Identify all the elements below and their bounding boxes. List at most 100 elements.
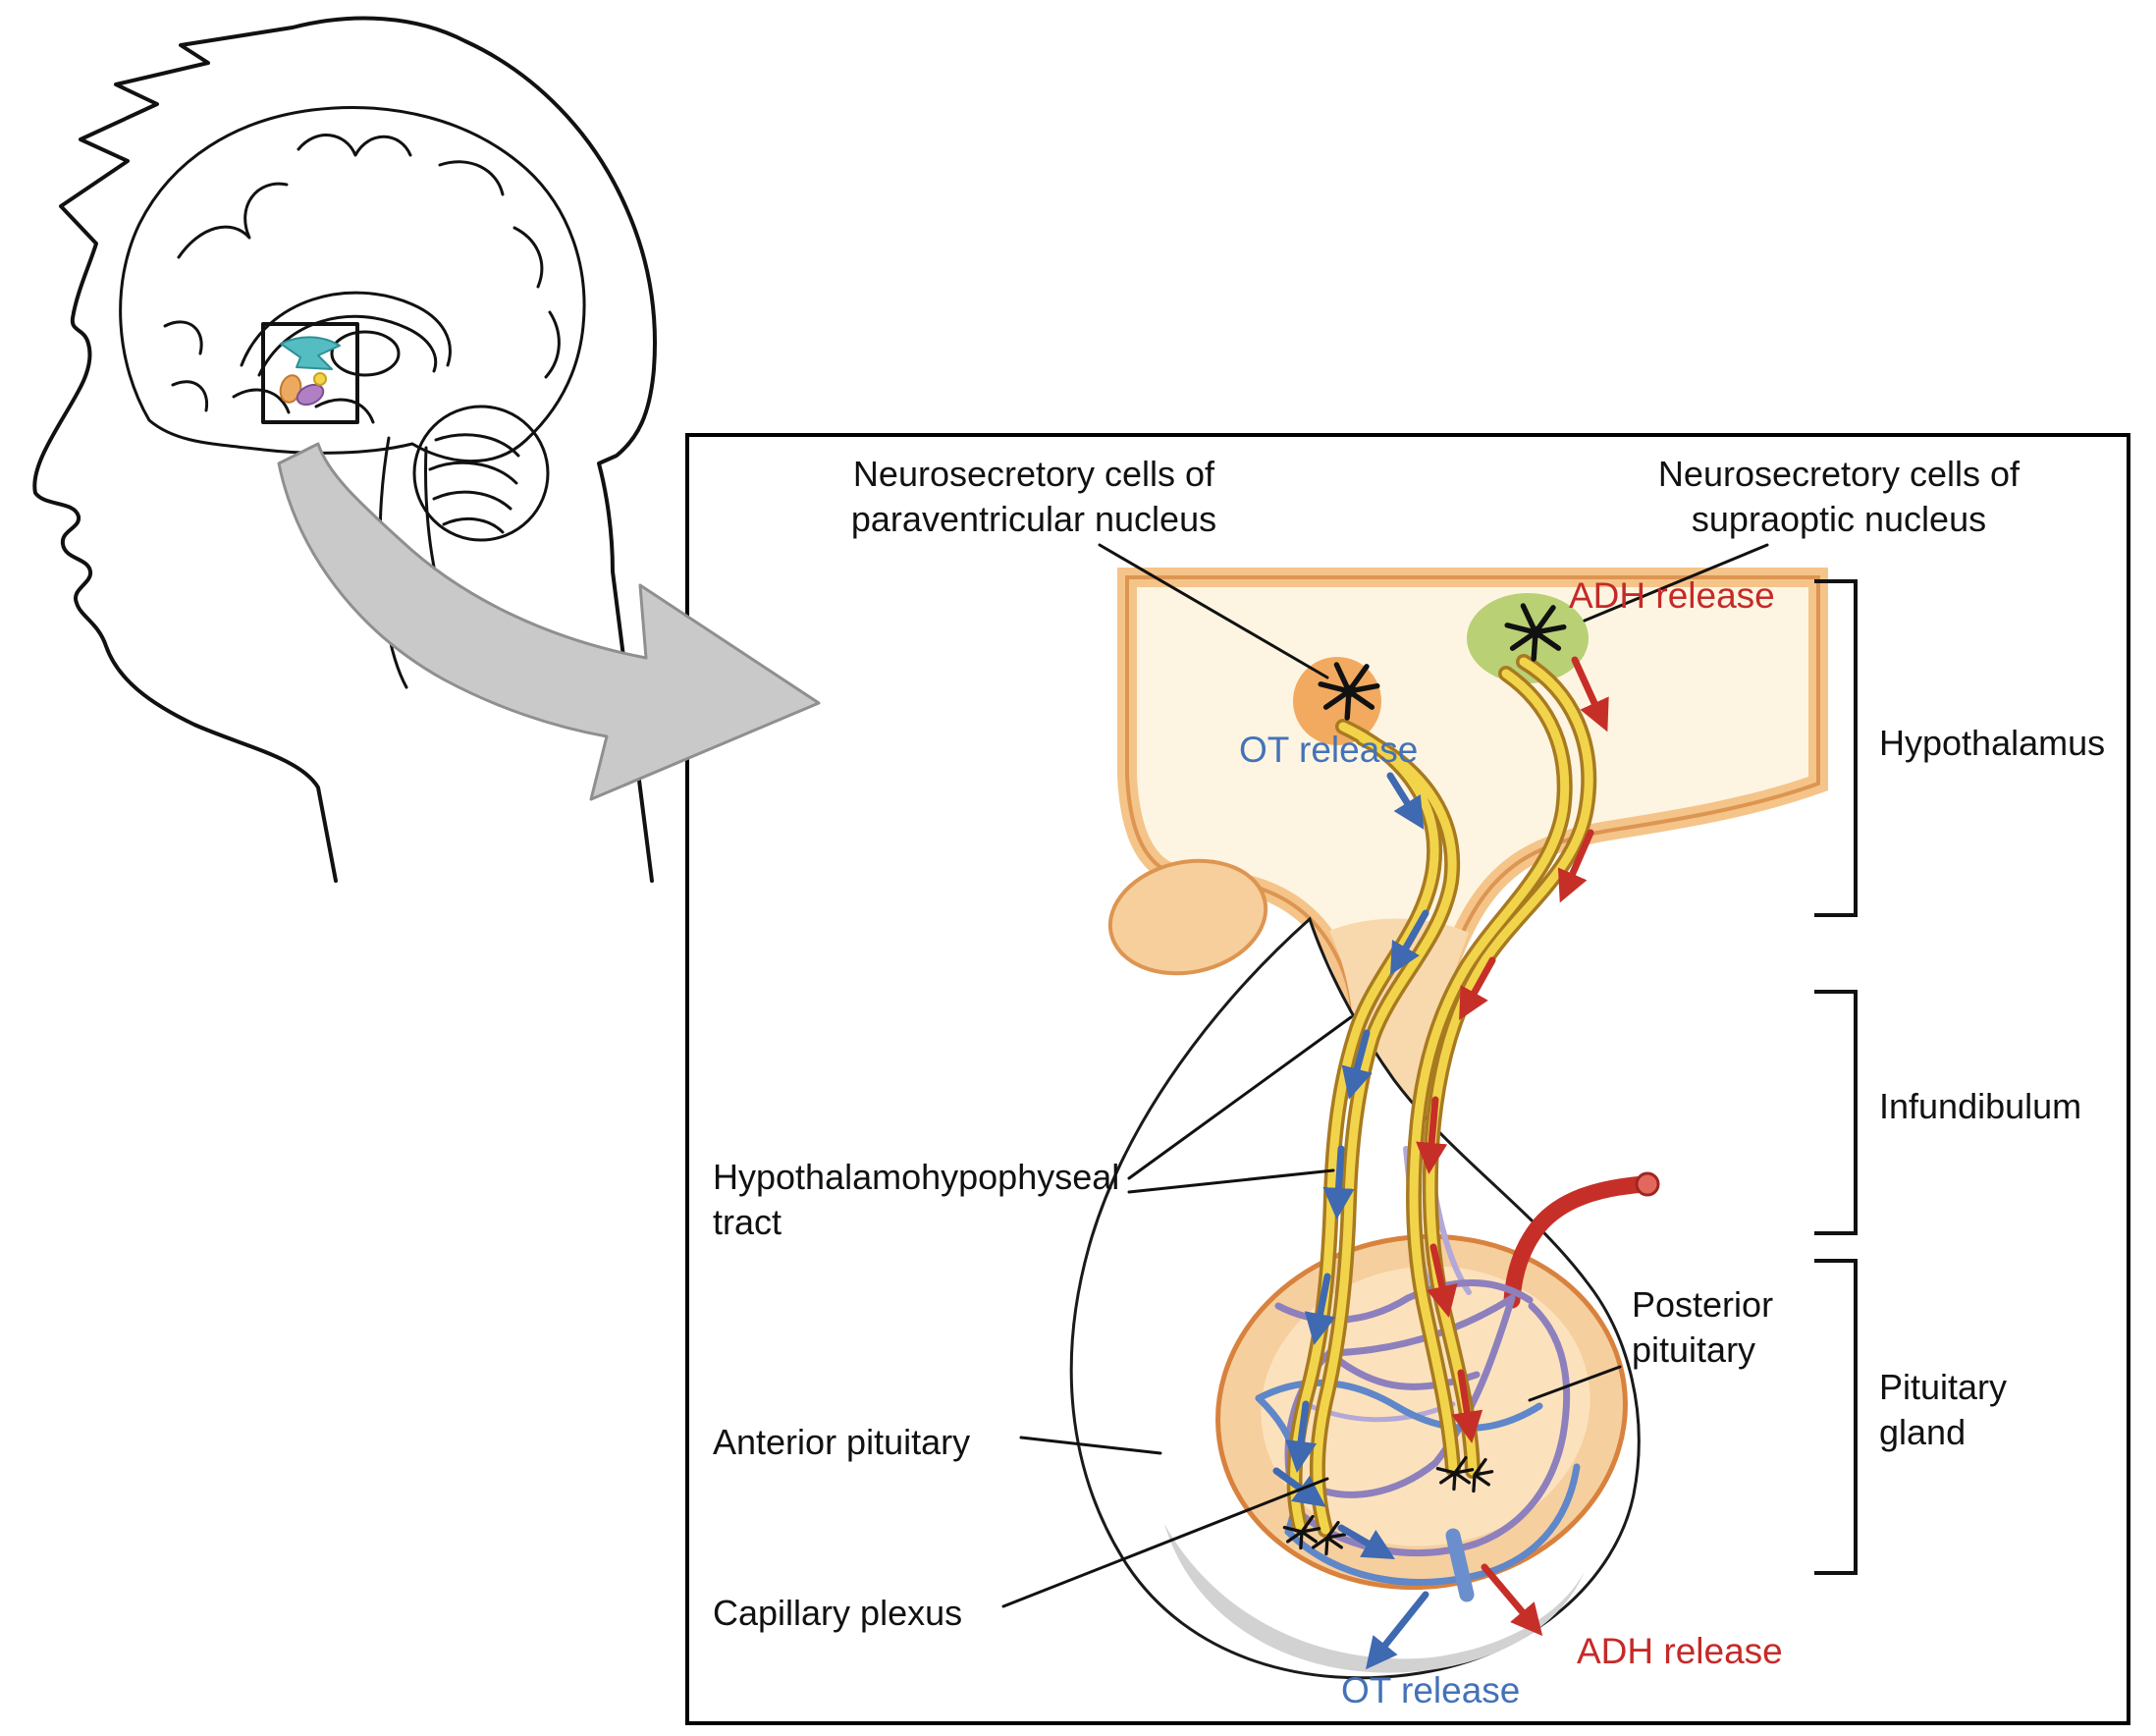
axon-terminal	[1472, 1457, 1494, 1493]
brain-gyrus-line	[512, 226, 544, 289]
label-capillary-plexus: Capillary plexus	[713, 1593, 963, 1633]
axon-tube	[1409, 669, 1570, 1474]
ot-arrow	[1365, 1591, 1429, 1670]
adh-arrow	[1451, 1369, 1483, 1443]
head-profile-illustration	[32, 16, 657, 883]
label-line: Hypothalamohypophyseal	[713, 1157, 1120, 1197]
adh-arrow	[1459, 956, 1496, 1021]
axon-tube	[1426, 657, 1593, 1476]
leader-tract-lower	[1127, 1168, 1335, 1194]
label-supraoptic-nucleus: Neurosecretory cells of supraoptic nucle…	[1608, 452, 2070, 542]
label-hypothalamohypophyseal-tract: Hypothalamohypophyseal tract	[713, 1155, 1119, 1245]
label-posterior-pituitary: Posterior pituitary	[1632, 1282, 1773, 1373]
bracket-hypothalamus	[1814, 579, 1858, 917]
plexus-vessel	[1528, 1302, 1571, 1439]
ot-arrow	[1386, 772, 1425, 830]
label-anterior-pituitary: Anterior pituitary	[713, 1422, 971, 1462]
neuron-soma	[1504, 603, 1567, 662]
brain-gyrus-line	[232, 388, 291, 414]
label-line: Neurosecretory cells of	[852, 454, 1215, 494]
ot-arrow	[1337, 1524, 1395, 1560]
label-adh-release-top: ADH release	[1569, 575, 1775, 616]
zoom-arrow	[277, 442, 821, 801]
neuron-somas-and-terminals	[1282, 603, 1567, 1556]
pituitary-mini-shape	[296, 383, 325, 407]
brain-outline	[119, 106, 586, 462]
artery-cut-end	[1635, 1171, 1660, 1197]
label-pituitary-gland: Pituitary gland	[1879, 1365, 2007, 1455]
adh-arrow	[1427, 1243, 1458, 1318]
artery-tube	[1503, 1175, 1652, 1309]
ot-arrow	[1272, 1467, 1326, 1507]
ot-flow-arrows	[1272, 772, 1429, 1670]
leader-supraoptic	[1583, 543, 1769, 623]
brain-gyrus-line	[163, 320, 203, 355]
brain-gyrus-line	[177, 182, 289, 259]
label-line: supraoptic nucleus	[1691, 499, 1987, 540]
brain-gyrus-line	[314, 398, 375, 424]
hypothalamus-mini-shape	[280, 336, 341, 370]
ot-arrow	[1390, 909, 1429, 975]
label-line: Posterior	[1632, 1284, 1774, 1325]
head-outline	[32, 16, 657, 883]
adh-arrow	[1557, 829, 1594, 903]
label-line: gland	[1879, 1412, 1967, 1453]
axon-terminal	[1282, 1514, 1321, 1550]
cerebellum-fold-line	[428, 461, 518, 485]
axon-terminal	[1312, 1520, 1347, 1556]
leader-lines	[1001, 543, 1769, 1608]
bracket-pituitary-gland	[1814, 1259, 1858, 1575]
label-line: pituitary	[1632, 1329, 1756, 1371]
leader-paraventricular	[1098, 543, 1329, 679]
axon-tube	[1313, 733, 1457, 1535]
brain-gyrus-line	[438, 160, 505, 196]
adh-flow-arrows	[1416, 656, 1609, 1637]
adh-arrow	[1571, 656, 1609, 732]
gland-shadow	[1164, 1524, 1585, 1673]
ot-arrow	[1322, 1145, 1355, 1221]
leader-capillary-plexus	[1001, 1477, 1329, 1608]
brain-gyrus-line	[544, 310, 561, 379]
label-ot-release-top: OT release	[1239, 730, 1419, 770]
axon-tube	[1290, 722, 1439, 1531]
pituitary-mini-shape	[313, 372, 327, 386]
adh-arrow	[1416, 1096, 1448, 1175]
hypophyseal-vein-stub	[1445, 1528, 1475, 1602]
region-brackets	[1814, 579, 1858, 1575]
plexus-vein	[1488, 1463, 1581, 1575]
label-line: paraventricular nucleus	[850, 499, 1217, 540]
ot-arrow	[1341, 1029, 1373, 1100]
label-infundibulum: Infundibulum	[1879, 1086, 2082, 1126]
bracket-infundibulum	[1814, 990, 1858, 1235]
inset-highlight-box	[261, 322, 359, 424]
label-line: tract	[713, 1202, 782, 1243]
brain-gyrus-line	[171, 380, 209, 412]
label-line: Pituitary	[1879, 1367, 2008, 1407]
label-hypothalamus: Hypothalamus	[1879, 723, 2106, 763]
cerebellum-fold-line	[442, 517, 505, 534]
leader-posterior-pituitary	[1528, 1365, 1622, 1402]
hypophyseal-artery	[1503, 1171, 1660, 1309]
mammillary-body	[1107, 858, 1268, 976]
label-ot-release-bottom: OT release	[1341, 1670, 1521, 1710]
cerebellum-outline	[412, 405, 550, 542]
ot-arrow	[1304, 1273, 1336, 1345]
hypothalamohypophyseal-tract-tubes	[1286, 654, 1597, 1538]
leader-tract-upper	[1127, 1015, 1353, 1180]
axon-terminal	[1435, 1455, 1475, 1492]
label-paraventricular-nucleus: Neurosecretory cells of paraventricular …	[803, 452, 1265, 542]
thalamus-outline	[330, 330, 401, 377]
label-adh-release-bottom: ADH release	[1577, 1631, 1783, 1671]
neuron-soma	[1318, 662, 1380, 721]
cerebellum-fold-line	[434, 433, 520, 458]
hypothalamus-pituitary-anatomy	[1069, 568, 1828, 1680]
inset-highlighted-structures	[279, 336, 341, 407]
label-line: Neurosecretory cells of	[1657, 454, 2021, 494]
adh-arrow	[1481, 1563, 1543, 1637]
leader-anterior-pituitary	[1019, 1436, 1162, 1455]
brain-gyrus-line	[296, 134, 412, 157]
cerebellum-fold-line	[432, 490, 512, 511]
plexus-vessel	[1473, 1432, 1567, 1547]
